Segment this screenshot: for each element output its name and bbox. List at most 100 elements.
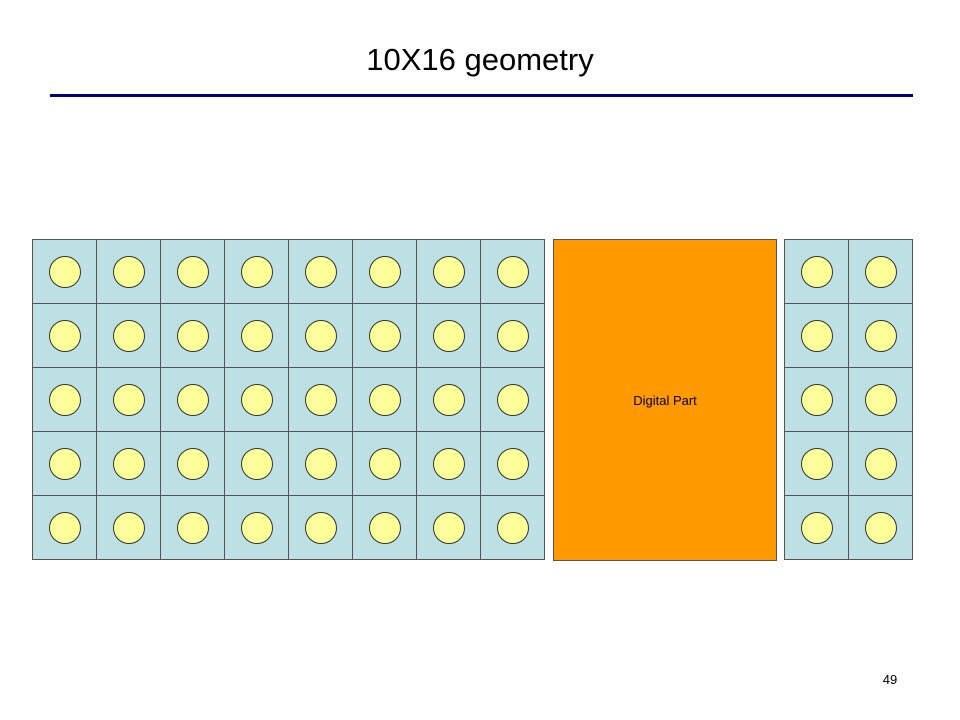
pixel-cell [33,496,96,559]
pixel-cell [417,496,480,559]
pixel-cell [481,432,544,495]
pixel-circle [432,255,465,288]
pixel-cell [33,240,96,303]
pixel-cell [417,304,480,367]
pixel-circle [48,319,81,352]
pixel-cell [225,496,288,559]
pixel-circle [864,255,897,288]
pixel-circle [368,511,401,544]
pixel-cell [33,368,96,431]
pixel-cell [849,368,912,431]
pixel-circle [112,319,145,352]
pixel-cell [849,240,912,303]
pixel-cell [417,240,480,303]
pixel-circle [176,447,209,480]
pixel-cell [33,432,96,495]
pixel-circle [112,511,145,544]
pixel-cell [225,304,288,367]
pixel-circle [496,511,529,544]
pixel-circle [112,255,145,288]
pixel-circle [304,511,337,544]
pixel-circle [496,383,529,416]
pixel-circle [432,383,465,416]
pixel-grid-left [32,239,545,560]
pixel-circle [800,383,833,416]
pixel-circle [176,255,209,288]
pixel-cell [161,432,224,495]
pixel-cell [161,240,224,303]
pixel-grid-right [784,239,913,560]
pixel-cell [353,304,416,367]
pixel-cell [97,496,160,559]
pixel-circle [304,383,337,416]
pixel-cell [785,304,848,367]
pixel-circle [496,255,529,288]
pixel-cell [481,496,544,559]
pixel-circle [368,255,401,288]
pixel-circle [240,319,273,352]
slide-title: 10X16 geometry [366,42,594,77]
pixel-cell [481,240,544,303]
pixel-cell [353,496,416,559]
pixel-cell [353,368,416,431]
pixel-circle [864,383,897,416]
pixel-cell [225,368,288,431]
pixel-cell [417,432,480,495]
page-number: 49 [882,672,898,687]
pixel-circle [800,447,833,480]
pixel-cell [161,368,224,431]
pixel-circle [304,447,337,480]
pixel-circle [432,447,465,480]
pixel-circle [864,447,897,480]
pixel-circle [496,447,529,480]
pixel-circle [48,511,81,544]
pixel-circle [432,319,465,352]
pixel-cell [849,496,912,559]
pixel-circle [864,319,897,352]
pixel-cell [225,432,288,495]
pixel-circle [496,319,529,352]
pixel-cell [97,432,160,495]
digital-part-block: Digital Part [553,239,777,561]
pixel-circle [240,511,273,544]
pixel-circle [48,255,81,288]
pixel-cell [785,432,848,495]
pixel-cell [353,240,416,303]
pixel-cell [849,432,912,495]
pixel-cell [353,432,416,495]
pixel-cell [161,496,224,559]
pixel-circle [368,319,401,352]
pixel-cell [417,368,480,431]
pixel-circle [800,255,833,288]
pixel-circle [176,383,209,416]
pixel-circle [304,255,337,288]
pixel-circle [368,447,401,480]
pixel-circle [368,383,401,416]
pixel-circle [240,383,273,416]
pixel-circle [176,319,209,352]
pixel-circle [240,447,273,480]
pixel-cell [161,304,224,367]
pixel-circle [432,511,465,544]
pixel-circle [112,447,145,480]
pixel-circle [240,255,273,288]
pixel-cell [785,496,848,559]
pixel-cell [97,240,160,303]
pixel-cell [225,240,288,303]
pixel-cell [785,368,848,431]
pixel-cell [481,304,544,367]
pixel-circle [48,447,81,480]
title-rule [50,94,913,97]
digital-part-label: Digital Part [633,392,697,408]
pixel-cell [33,304,96,367]
pixel-cell [289,304,352,367]
pixel-circle [800,319,833,352]
pixel-cell [289,432,352,495]
pixel-cell [785,240,848,303]
pixel-cell [481,368,544,431]
pixel-circle [800,511,833,544]
pixel-cell [97,304,160,367]
pixel-circle [864,511,897,544]
pixel-cell [289,240,352,303]
pixel-cell [289,496,352,559]
